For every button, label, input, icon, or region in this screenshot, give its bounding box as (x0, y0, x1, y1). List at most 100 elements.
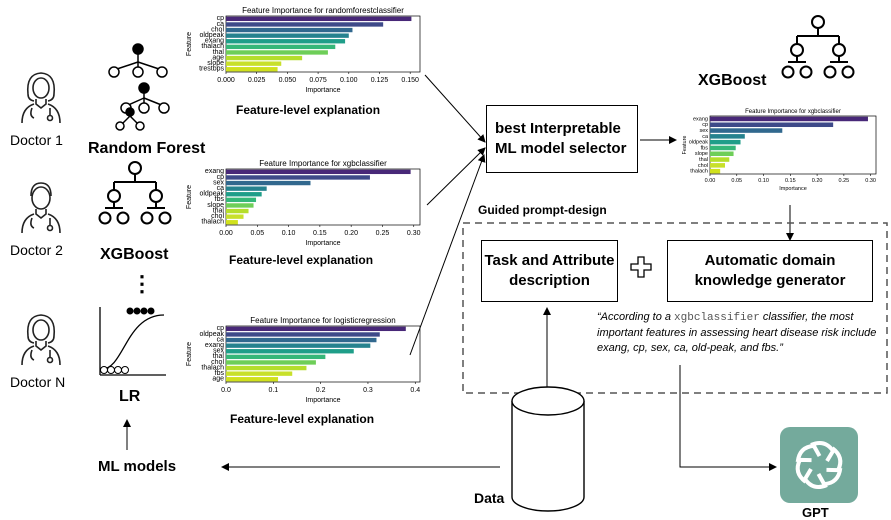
category-label: fbs (215, 196, 225, 203)
x-tick-label: 0.025 (248, 77, 266, 84)
plot-frame (225, 15, 421, 73)
chart-title: Feature Importance for logisticregressio… (250, 316, 395, 325)
x-tick-label: 0.10 (758, 178, 769, 184)
category-label: oldpeak (689, 140, 709, 146)
bar (226, 354, 326, 360)
ellipsis: ⋮ (131, 271, 153, 296)
x-tick-label: 0.25 (376, 230, 390, 237)
category-label: sex (699, 128, 708, 134)
bar (226, 180, 311, 186)
category-label: oldpeak (199, 32, 224, 39)
task-line1: Task and Attribute (484, 252, 615, 269)
selector-line2: ML model selector (495, 140, 627, 157)
quote-post: classifier, the most important features … (597, 311, 877, 354)
category-label: trestbps (199, 66, 224, 73)
category-label: slope (207, 202, 224, 209)
bar-chart: Feature Importance for xgbclassifierexan… (186, 159, 421, 247)
bar (226, 44, 336, 50)
quote-pre: “According to a (597, 311, 675, 323)
bar (710, 157, 730, 162)
selector-line1: best Interpretable (495, 120, 621, 137)
lr-label: LR (119, 388, 141, 405)
plot-frame (225, 325, 421, 383)
category-label: slope (207, 60, 224, 67)
chart-title: Feature Importance for xgbclassifier (745, 109, 841, 115)
category-label: sex (213, 179, 224, 186)
category-label: oldpeak (199, 331, 224, 338)
category-label: ca (217, 185, 225, 192)
x-tick-label: 0.2 (316, 387, 326, 394)
random-forest-label: Random Forest (88, 140, 206, 157)
doctor-label: Doctor 2 (10, 242, 63, 258)
category-label: oldpeak (199, 191, 224, 198)
doctor-label: Doctor 1 (10, 132, 63, 148)
category-label: exang (205, 342, 224, 349)
bar (226, 343, 371, 348)
quote-code: xgbclassifier (674, 312, 760, 324)
category-label: thalach (201, 219, 224, 226)
x-tick-label: 0.20 (344, 230, 358, 237)
bar (226, 349, 354, 354)
category-label: fbs (701, 145, 709, 151)
generator-line2: knowledge generator (694, 272, 846, 289)
bar (226, 337, 377, 343)
plus-icon (630, 256, 652, 278)
feature-explanation-caption: Feature-level explanation (236, 103, 381, 117)
y-axis-label: Feature (186, 185, 193, 209)
chart-title: Feature Importance for xgbclassifier (259, 159, 387, 168)
bar (226, 371, 293, 376)
x-tick-label: 0.20 (812, 178, 823, 184)
bar-chart: Feature Importance for xgbclassifierexan… (682, 109, 877, 192)
category-label: cp (702, 122, 708, 128)
chart-title: Feature Importance for randomforestclass… (242, 6, 404, 15)
x-tick-label: 0.05 (731, 178, 742, 184)
selected-model-label: XGBoost (698, 72, 767, 89)
bar-chart: Feature Importance for randomforestclass… (186, 6, 421, 94)
bar (226, 360, 316, 365)
x-tick-label: 0.000 (217, 77, 235, 84)
x-tick-label: 0.05 (250, 230, 264, 237)
x-axis-label: Importance (305, 240, 340, 247)
x-tick-label: 0.1 (268, 387, 278, 394)
x-tick-label: 0.00 (705, 178, 716, 184)
x-tick-label: 0.00 (219, 230, 233, 237)
bar (710, 151, 734, 157)
ml-models-label: ML models (98, 458, 177, 475)
bar (226, 33, 349, 38)
plot-frame (225, 168, 421, 226)
bar (226, 332, 380, 337)
model-selector-box: best Interpretable ML model selector (486, 105, 638, 173)
category-label: cp (217, 15, 225, 22)
generated-quote: “According to a xgbclassifier classifier… (597, 310, 881, 356)
category-label: chol (698, 163, 708, 169)
xgboost-tree-icon (781, 15, 855, 79)
category-label: chol (211, 213, 224, 220)
task-line2: description (509, 272, 590, 289)
feature-explanation-caption: Feature-level explanation (229, 253, 374, 267)
bar (710, 128, 783, 133)
bar (226, 220, 238, 225)
x-tick-label: 0.10 (282, 230, 296, 237)
gpt-logo (780, 427, 858, 503)
doctor-male-icon (21, 182, 61, 234)
category-label: ca (217, 336, 225, 343)
openai-icon (795, 441, 843, 489)
category-label: thal (213, 49, 225, 56)
bar (226, 203, 254, 208)
feature-explanation-caption: Feature-level explanation (230, 412, 375, 426)
x-tick-label: 0.100 (340, 77, 358, 84)
bar (710, 145, 736, 151)
x-tick-label: 0.25 (839, 178, 850, 184)
x-tick-label: 0.0 (221, 387, 231, 394)
y-axis-label: Feature (682, 136, 688, 155)
x-tick-label: 0.30 (865, 178, 876, 184)
category-label: exang (205, 38, 224, 45)
bar (226, 175, 370, 180)
x-tick-label: 0.150 (401, 77, 419, 84)
x-tick-label: 0.3 (363, 387, 373, 394)
category-label: cp (217, 325, 225, 332)
bar (226, 214, 244, 219)
category-label: chol (211, 26, 224, 33)
task-attribute-box: Task and Attribute description (481, 240, 618, 302)
